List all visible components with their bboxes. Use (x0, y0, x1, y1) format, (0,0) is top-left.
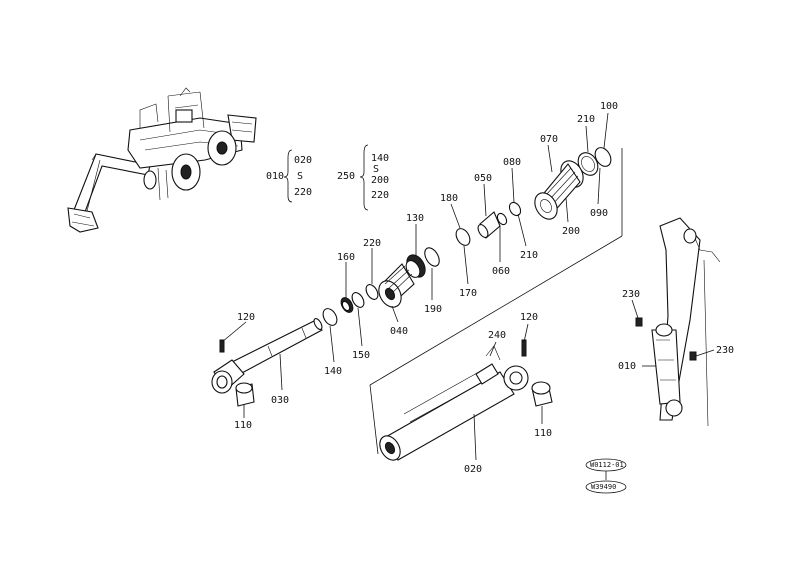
ring-150 (351, 292, 365, 308)
leader-lines (221, 112, 715, 461)
ring-080 (508, 201, 522, 217)
callout-170: 170 (459, 288, 477, 299)
bushing-110b (531, 381, 553, 407)
callout-200: 200 (562, 226, 580, 237)
ring-060 (496, 212, 508, 226)
group-010-mid: S (297, 171, 303, 182)
group-250-bottom: 220 (371, 190, 389, 201)
ring-180 (455, 228, 471, 246)
group-250-label: 250 (337, 171, 355, 182)
callout-020: 020 (464, 464, 482, 475)
group-250-mid: S (373, 164, 379, 175)
stamp-top: W0112-01 (585, 458, 627, 472)
seal-ring-210a (577, 152, 599, 176)
callout-080: 080 (503, 157, 521, 168)
ring-220 (365, 284, 379, 300)
callout-050: 050 (474, 173, 492, 184)
piston-040 (378, 263, 415, 308)
callout-040: 040 (390, 326, 408, 337)
callout-240: 240 (488, 330, 506, 341)
callout-230-b: 230 (716, 345, 734, 356)
callout-160: 160 (337, 252, 355, 263)
stamp-bottom-text: W39490 (591, 483, 616, 491)
callout-210-a: 210 (577, 114, 595, 125)
group-250-mid2: 200 (371, 175, 389, 186)
callout-100: 100 (600, 101, 618, 112)
callout-130: 130 (406, 213, 424, 224)
stamp-bottom: W39490 (585, 480, 627, 494)
group-250-bracket: 250 140 S 200 220 (337, 144, 389, 211)
stamp-top-text: W0112-01 (590, 461, 624, 469)
callout-180: 180 (440, 193, 458, 204)
callout-190: 190 (424, 304, 442, 315)
group-250-top: 140 (371, 153, 389, 164)
callout-110-a: 110 (234, 420, 252, 431)
callout-230-a: 230 (622, 289, 640, 300)
group-010-bracket: 010 020 S 220 (266, 149, 312, 203)
callout-150: 150 (352, 350, 370, 361)
callout-labels: 100 210 070 080 050 180 130 220 160 090 … (234, 101, 734, 475)
ring-140 (322, 308, 338, 326)
callout-090: 090 (590, 208, 608, 219)
installed-view-boom (635, 217, 721, 427)
callout-140: 140 (324, 366, 342, 377)
backhoe-tractor-illustration (67, 87, 257, 233)
piston-130 (405, 254, 426, 278)
callout-220: 220 (363, 238, 381, 249)
callout-120-b: 120 (520, 312, 538, 323)
group-010-top: 020 (294, 155, 312, 166)
gland-070 (534, 160, 584, 220)
group-010-bottom: 220 (294, 187, 312, 198)
bushing-110a (235, 382, 255, 407)
callout-010: 010 (618, 361, 636, 372)
callout-060: 060 (492, 266, 510, 277)
ring-160 (340, 297, 354, 313)
callout-210-b: 210 (520, 250, 538, 261)
callout-120-a: 120 (237, 312, 255, 323)
explode-frame (369, 148, 623, 455)
sleeve-050 (477, 211, 501, 239)
piston-rod-030 (211, 318, 323, 394)
ring-190 (424, 247, 440, 267)
cylinder-tube-020 (379, 339, 529, 461)
group-010-label: 010 (266, 171, 284, 182)
callout-110-b: 110 (534, 428, 552, 439)
callout-070: 070 (540, 134, 558, 145)
callout-030: 030 (271, 395, 289, 406)
